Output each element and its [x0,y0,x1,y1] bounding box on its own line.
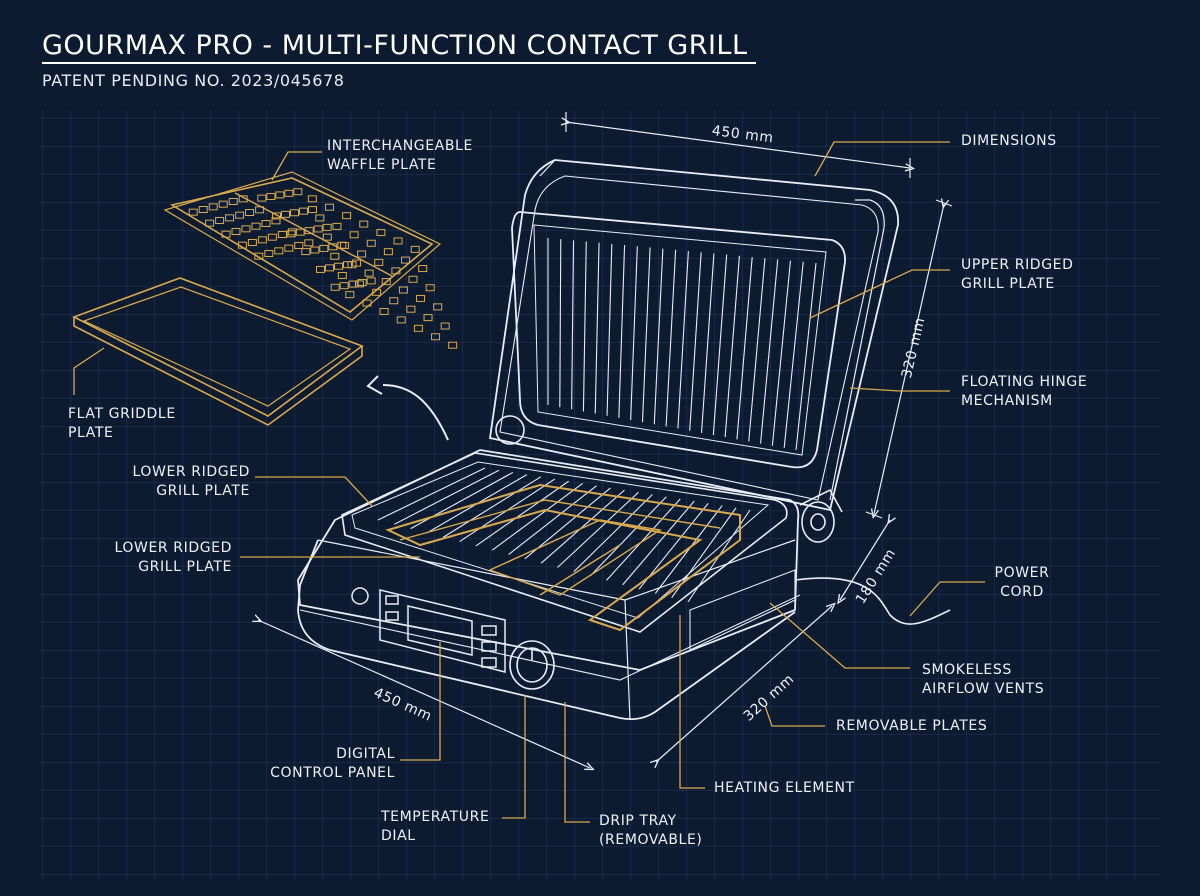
label-lower-ridged-plate-2: LOWER RIDGED GRILL PLATE [114,540,232,575]
label-floating-hinge: FLOATING HINGE MECHANISM [961,374,1088,409]
label-heating-element: HEATING ELEMENT [714,780,855,796]
flat-griddle-plate [72,277,364,426]
label-power-cord: POWER CORD [994,565,1050,600]
label-drip-tray: DRIP TRAY (REMOVABLE) [599,813,703,848]
label-digital-control-panel: DIGITAL CONTROL PANEL [270,746,395,781]
label-flat-griddle-plate: FLAT GRIDDLE PLATE [68,406,176,441]
title-underline [42,62,756,64]
floating-hinge [495,415,843,543]
label-lower-ridged-plate-1: LOWER RIDGED GRILL PLATE [132,464,250,499]
lower-ridged-plate [341,452,788,633]
label-upper-ridged-plate: UPPER RIDGED GRILL PLATE [961,257,1074,292]
label-temperature-dial: TEMPERATURE DIAL [381,809,490,844]
label-smokeless-vents: SMOKELESS AIRFLOW VENTS [922,662,1045,697]
page-title: GOURMAX PRO - MULTI-FUNCTION CONTACT GRI… [42,30,748,61]
leader-lines [73,141,985,823]
upper-lid [488,159,899,512]
label-waffle-plate: INTERCHANGEABLE WAFFLE PLATE [327,138,473,173]
waffle-plate [163,171,458,349]
label-removable-plates: REMOVABLE PLATES [836,718,988,734]
patent-subtitle: PATENT PENDING NO. 2023/045678 [42,71,345,90]
swap-arrow-icon [382,384,449,441]
heating-element [385,483,741,632]
label-dimensions: DIMENSIONS [961,133,1057,149]
